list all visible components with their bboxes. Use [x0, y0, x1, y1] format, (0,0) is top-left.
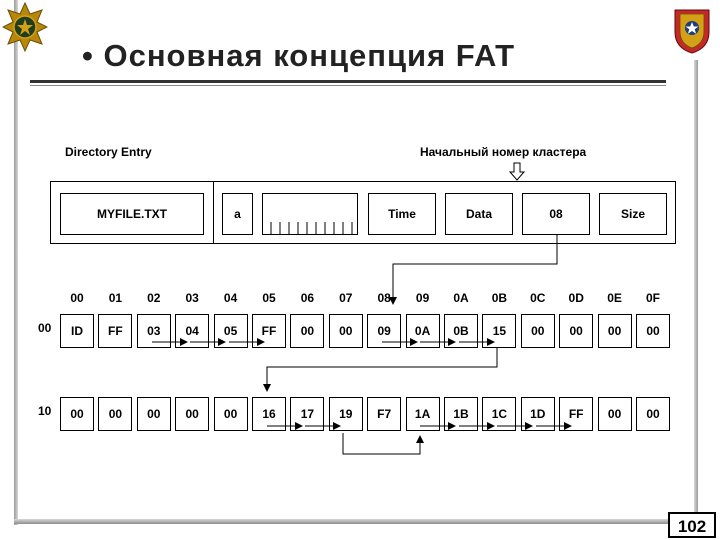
fat-cell: 00 — [60, 397, 94, 431]
fat-column-header: 09 — [415, 291, 430, 305]
slide-frame-bottom — [14, 519, 699, 524]
fat-column-header: 03 — [185, 291, 199, 305]
field-attribute: a — [222, 193, 253, 235]
fat-cell: F7 — [367, 397, 402, 431]
arrow-17-to-19 — [342, 433, 424, 455]
title-underline — [30, 80, 666, 83]
fat-row-label: 10 — [38, 404, 52, 418]
fat-column-header: 0E — [607, 291, 622, 305]
military-emblem-right — [674, 9, 710, 54]
directory-entry-record — [50, 181, 676, 244]
slide-title: • Основная концепция FAT — [82, 38, 516, 73]
fat-cell: 00 — [597, 397, 632, 431]
field-start-cluster: 08 — [522, 193, 590, 235]
directory-entry-divider — [213, 181, 214, 244]
title-underline-thin — [30, 85, 666, 86]
fat-column-header: 0A — [453, 291, 469, 305]
arrow-entry-to-08 — [389, 235, 558, 305]
fat-cell: 00 — [290, 314, 325, 348]
fat-cell: 00 — [636, 397, 670, 431]
fat-cell: 00 — [636, 314, 670, 348]
fat-column-header: 05 — [262, 291, 276, 305]
field-size: Size — [599, 193, 667, 235]
fat-column-header: 02 — [147, 291, 161, 305]
fat-column-header: 01 — [108, 291, 123, 305]
field-time: Time — [368, 193, 436, 235]
slide-frame-left — [14, 0, 18, 525]
fat-cell: 1A — [405, 397, 440, 431]
page-number: 102 — [668, 512, 716, 538]
fat-column-header: 0B — [491, 291, 508, 305]
fat-cell: 00 — [328, 314, 363, 348]
fat-column-header: 00 — [70, 291, 84, 305]
fat-cell: 16 — [252, 397, 286, 431]
fat-cell: 00 — [98, 397, 133, 431]
start-cluster-label: Начальный номер кластера — [420, 145, 587, 159]
fat-cell: 17 — [290, 397, 325, 431]
fat-column-header: 06 — [300, 291, 315, 305]
military-emblem-left — [2, 2, 48, 52]
fat-column-header: 07 — [339, 291, 353, 305]
field-date: Data — [445, 193, 513, 235]
field-filename: MYFILE.TXT — [60, 193, 204, 235]
arrow-0B-to-15 — [263, 348, 498, 392]
field-reserved — [262, 193, 358, 235]
slide-frame-right — [694, 60, 698, 525]
fat-cell: 00 — [559, 314, 594, 348]
fat-cell: 00 — [136, 397, 171, 431]
start-cluster-pointer-icon — [508, 162, 526, 181]
fat-column-header: 08 — [377, 291, 391, 305]
fat-column-header: 0F — [645, 291, 660, 305]
fat-cell: 00 — [213, 397, 248, 431]
fat-cell: FF — [98, 314, 133, 348]
fat-cell: 00 — [597, 314, 632, 348]
fat-row-label: 00 — [38, 321, 52, 335]
fat-cell: 00 — [175, 397, 210, 431]
reserved-tick-marks — [270, 222, 353, 234]
directory-entry-label: Directory Entry — [65, 145, 152, 159]
fat-column-header: 0C — [530, 291, 546, 305]
fat-column-header: 04 — [223, 291, 238, 305]
fat-cell: 00 — [520, 314, 555, 348]
fat-column-header: 0D — [568, 291, 584, 305]
fat-cell: ID — [60, 314, 94, 348]
